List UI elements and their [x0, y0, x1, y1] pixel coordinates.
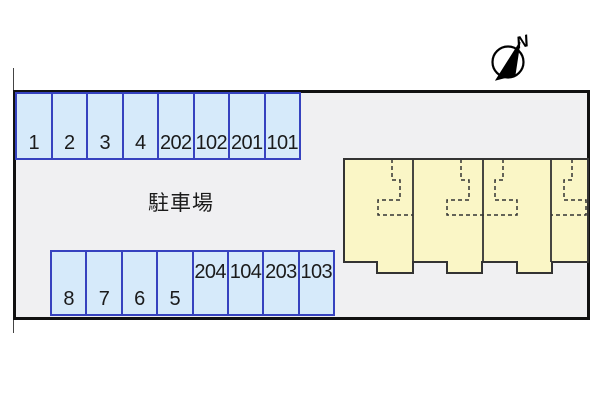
parking-space-201: 201 — [230, 94, 266, 158]
parking-space-202: 202 — [159, 94, 195, 158]
parking-space-label: 101 — [266, 132, 299, 154]
parking-space-7: 7 — [87, 252, 123, 314]
parking-space-label: 8 — [63, 288, 74, 310]
compass-needle-icon — [494, 41, 521, 81]
parking-space-101: 101 — [266, 94, 300, 158]
parking-space-label: 3 — [99, 132, 111, 154]
parking-space-label: 5 — [169, 288, 181, 310]
parking-area-label: 駐車場 — [148, 192, 214, 215]
parking-space-label: 202 — [159, 132, 192, 154]
parking-row-bottom: 8 7 6 5 204 104 203 103 — [50, 250, 335, 316]
parking-space-102: 102 — [195, 94, 230, 158]
parking-space-label: 7 — [98, 288, 110, 310]
parking-space-3: 3 — [88, 94, 124, 158]
parking-row-top: 1 2 3 4 202 102 201 101 — [15, 92, 301, 160]
site-boundary: 1 2 3 4 202 102 201 101 駐車場 8 7 6 5 204 … — [13, 90, 590, 320]
parking-space-label: 4 — [134, 132, 146, 154]
parking-space-8: 8 — [52, 252, 88, 314]
parking-space-204: 204 — [194, 252, 229, 314]
parking-space-6: 6 — [123, 252, 159, 314]
parking-space-label: 203 — [265, 261, 297, 283]
unit-1-interior-dashes — [377, 159, 413, 216]
parking-space-103: 103 — [300, 252, 333, 314]
parking-space-104: 104 — [229, 252, 265, 314]
parking-space-label: 1 — [28, 132, 40, 154]
parking-space-label: 2 — [63, 132, 75, 154]
parking-space-label: 201 — [230, 132, 263, 154]
parking-space-label: 104 — [229, 261, 262, 283]
parking-space-203: 203 — [264, 252, 300, 314]
compass-north-arrow: N — [491, 31, 531, 81]
unit-2-interior-dashes — [446, 159, 483, 216]
parking-space-5: 5 — [158, 252, 194, 314]
parking-space-4: 4 — [124, 94, 159, 158]
parking-space-2: 2 — [53, 94, 88, 158]
building-outline — [343, 158, 589, 274]
building-footprint — [343, 158, 589, 274]
unit-4-interior-dashes — [551, 159, 587, 216]
parking-space-label: 204 — [194, 261, 226, 283]
parking-space-label: 103 — [300, 261, 333, 283]
unit-3-interior-dashes — [483, 159, 518, 216]
compass-north-label: N — [514, 31, 531, 53]
parking-space-1: 1 — [17, 94, 53, 158]
parking-space-label: 6 — [134, 288, 145, 310]
parking-space-label: 102 — [195, 132, 228, 154]
